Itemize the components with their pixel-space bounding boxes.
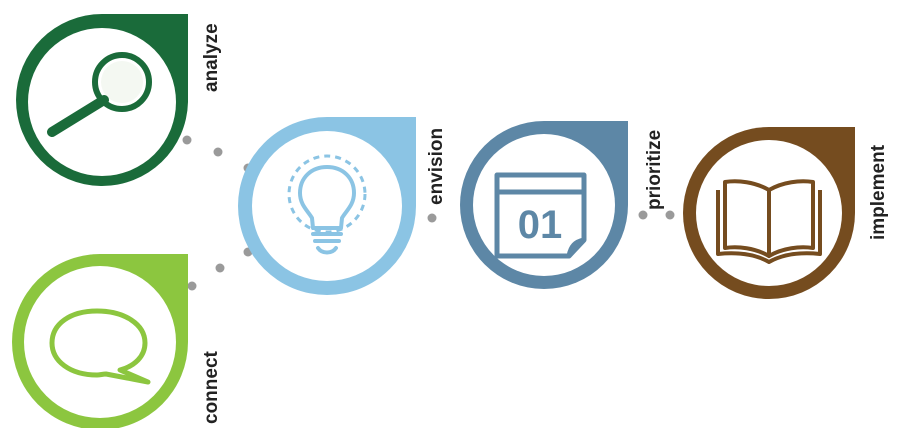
connector-envision-prioritize [427,213,437,223]
connect-inner [24,266,176,418]
analyze-label: analyze [201,23,222,92]
calendar-number: 01 [518,203,563,247]
stage-envision: envision [238,117,447,295]
stage-connect: connect [12,254,222,428]
stage-analyze: analyze [16,14,222,186]
envision-inner [252,131,402,281]
stage-prioritize: 01 prioritize [460,121,665,289]
speech-bubble-icon [49,308,151,385]
envision-label: envision [426,128,447,205]
connector-analyze-envision [182,135,253,173]
open-book-icon [716,179,822,264]
connector-prioritize-implement [638,210,675,220]
connector-connect-envision [187,247,253,291]
lightbulb-icon [287,154,367,255]
magnifier-icon [47,52,152,137]
calendar-icon: 01 [494,172,587,259]
connect-label: connect [201,350,222,424]
implement-label: implement [868,144,889,240]
prioritize-label: prioritize [644,130,665,210]
stage-implement: implement [683,127,889,299]
